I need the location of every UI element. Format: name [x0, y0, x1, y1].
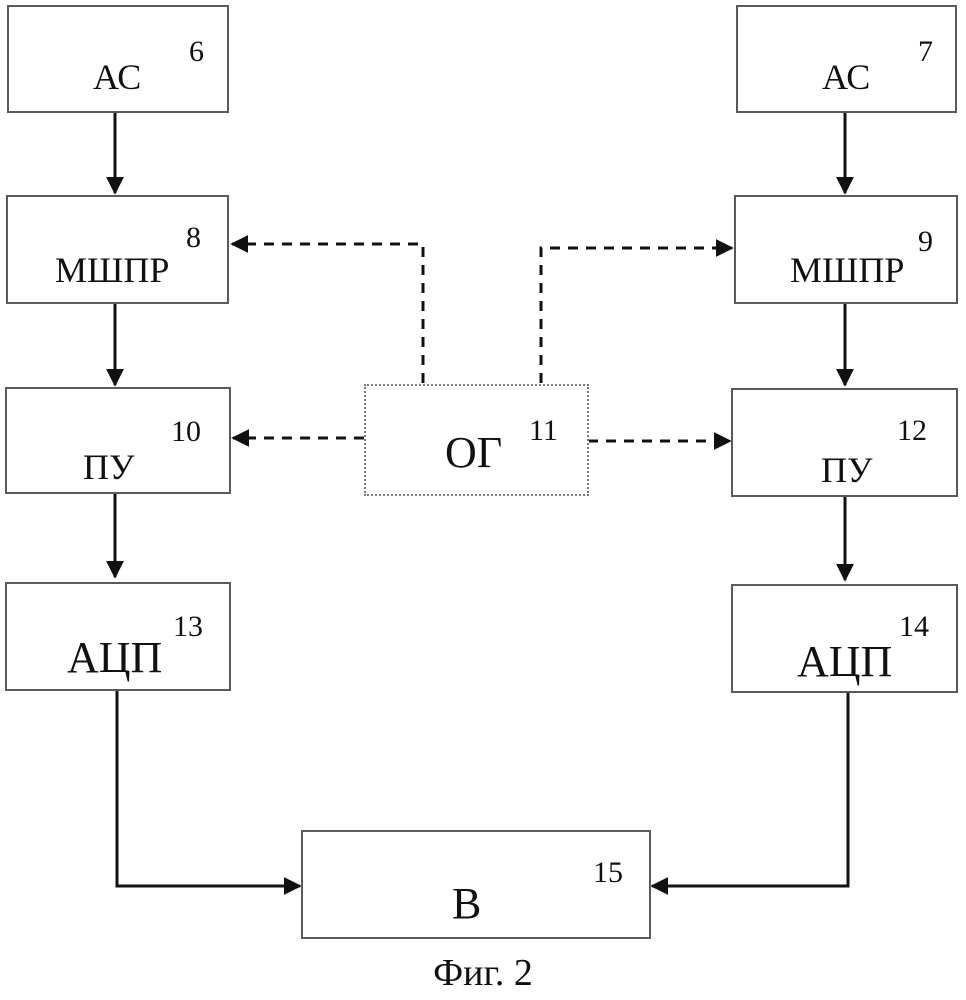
block-adc-13-number: 13 — [173, 612, 203, 642]
block-b-15-label: В — [452, 882, 481, 926]
block-b-15: В 15 — [301, 830, 651, 939]
arrow-adc13-to-b15 — [117, 690, 300, 886]
block-pu-12-label: ПУ — [821, 452, 873, 488]
block-pu-12-number: 12 — [897, 416, 927, 446]
block-mshpr-9-number: 9 — [918, 227, 933, 257]
block-as-6-label: АС — [93, 59, 141, 95]
block-adc-14-label: АЦП — [797, 640, 892, 684]
block-adc-13: АЦП 13 — [5, 582, 231, 691]
dashed-og-to-mshpr9 — [541, 248, 732, 383]
block-og-11-label: ОГ — [445, 431, 502, 475]
block-pu-10-label: ПУ — [83, 449, 135, 485]
arrow-adc14-to-b15 — [652, 692, 848, 886]
block-adc-14: АЦП 14 — [731, 584, 958, 693]
block-as-6-number: 6 — [189, 37, 204, 67]
dashed-og-to-mshpr8 — [232, 244, 423, 383]
block-og-11-number: 11 — [529, 416, 558, 446]
block-mshpr-8: МШПР 8 — [6, 195, 229, 304]
block-mshpr-8-label: МШПР — [55, 252, 169, 288]
block-b-15-number: 15 — [593, 858, 623, 888]
block-og-11: ОГ 11 — [364, 384, 589, 496]
block-adc-14-number: 14 — [899, 612, 929, 642]
block-as-7-number: 7 — [918, 37, 933, 67]
block-pu-10: ПУ 10 — [5, 387, 231, 494]
block-as-7: АС 7 — [736, 5, 957, 113]
block-mshpr-9-label: МШПР — [790, 252, 904, 288]
block-mshpr-8-number: 8 — [186, 223, 201, 253]
block-pu-10-number: 10 — [171, 417, 201, 447]
block-as-6: АС 6 — [7, 5, 229, 113]
figure-caption: Фиг. 2 — [0, 954, 966, 992]
block-pu-12: ПУ 12 — [731, 388, 958, 497]
block-adc-13-label: АЦП — [67, 636, 162, 680]
block-mshpr-9: МШПР 9 — [734, 195, 958, 304]
block-as-7-label: АС — [822, 59, 870, 95]
